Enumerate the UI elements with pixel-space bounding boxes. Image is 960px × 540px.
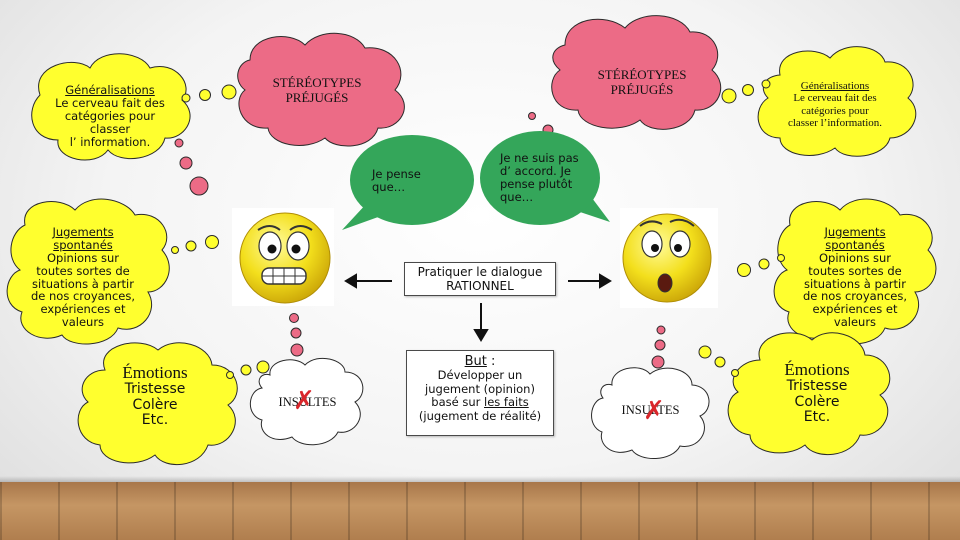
generalisations-left-text: Généralisations Le cerveau fait des caté…	[40, 84, 180, 148]
generalisations-right-title: Généralisations	[770, 80, 900, 92]
judgements-right-title: spontanés	[780, 239, 930, 252]
cross-icon: ✗	[643, 398, 665, 424]
generalisations-left-line: l’ information.	[40, 136, 180, 149]
speech-left-line: que…	[372, 181, 452, 194]
speech-right-line: d’ accord. Je	[500, 165, 595, 178]
judgements-right-text: Jugements spontanés Opinions sur toutes …	[780, 226, 930, 329]
judgements-right-line: Opinions sur	[780, 252, 930, 265]
goal-line: jugement (opinion)	[407, 383, 553, 397]
goal-line-facts: basé sur les faits	[407, 396, 553, 410]
goal-colon: :	[487, 354, 496, 369]
speech-right-line: que…	[500, 191, 595, 204]
speech-right-line: Je ne suis pas	[500, 152, 595, 165]
goal-title: But	[465, 354, 487, 369]
dialogue-line: Pratiquer le dialogue	[405, 266, 555, 280]
stereotypes-right-line1: STÉRÉOTYPES	[572, 68, 712, 83]
generalisations-right-line: classer l’information.	[770, 117, 900, 129]
goal-line: basé sur	[431, 395, 480, 409]
emotions-right-line: Etc.	[742, 410, 892, 426]
pink-dots-right	[652, 326, 665, 368]
emotions-left-text: Émotions Tristesse Colère Etc.	[80, 363, 230, 429]
judgements-right-line: valeurs	[780, 316, 930, 329]
emotions-right-text: Émotions Tristesse Colère Etc.	[742, 360, 892, 426]
stereotypes-left-line1: STÉRÉOTYPES	[252, 76, 382, 91]
emotions-right-title: Émotions	[742, 360, 892, 379]
stereotypes-left-line2: PRÉJUGÉS	[252, 91, 382, 106]
dialogue-box: Pratiquer le dialogue RATIONNEL	[404, 262, 556, 296]
speech-right-text: Je ne suis pas d’ accord. Je pense plutô…	[500, 152, 595, 204]
emotions-right-line: Tristesse	[742, 379, 892, 395]
generalisations-left-title: Généralisations	[40, 84, 180, 97]
smiley-face-grimace	[232, 208, 334, 306]
judgements-left-line: valeurs	[8, 316, 158, 329]
generalisations-right-line: catégories pour	[770, 105, 900, 117]
stereotypes-right-text: STÉRÉOTYPES PRÉJUGÉS	[572, 68, 712, 97]
judgements-right-title: Jugements	[780, 226, 930, 239]
dialogue-line: RATIONNEL	[405, 280, 555, 294]
speech-left-text: Je pense que…	[372, 168, 452, 194]
emotions-left-title: Émotions	[80, 363, 230, 382]
generalisations-right-text: Généralisations Le cerveau fait des caté…	[770, 80, 900, 129]
cloud-tail-judgements-left	[172, 236, 219, 254]
judgements-left-title: Jugements	[8, 226, 158, 239]
judgements-left-text: Jugements spontanés Opinions sur toutes …	[8, 226, 158, 329]
emotions-right-line: Colère	[742, 395, 892, 411]
judgements-right-line: toutes sortes de	[780, 265, 930, 278]
emotions-left-line: Etc.	[80, 413, 230, 429]
cloud-tail-right-top	[722, 80, 770, 103]
goal-title-row: But :	[407, 354, 553, 369]
goal-box: But : Développer un jugement (opinion) b…	[406, 350, 554, 436]
judgements-left-line: toutes sortes de	[8, 265, 158, 278]
goal-last-line: (jugement de réalité)	[407, 410, 553, 424]
cross-icon: ✗	[293, 388, 315, 414]
generalisations-left-line: Le cerveau fait des	[40, 97, 180, 110]
emotions-left-line: Colère	[80, 398, 230, 414]
smiley-face-shocked	[620, 208, 718, 308]
judgements-left-title: spontanés	[8, 239, 158, 252]
goal-line: Développer un	[407, 369, 553, 383]
emotions-left-line: Tristesse	[80, 382, 230, 398]
cloud-tail-emotions-right	[699, 346, 739, 377]
speech-right-line: pense plutôt	[500, 178, 595, 191]
arrow-left	[346, 275, 392, 287]
generalisations-left-line: classer	[40, 123, 180, 136]
arrow-right	[568, 275, 610, 287]
goal-underlined: les faits	[484, 395, 529, 409]
speech-left-line: Je pense	[372, 168, 452, 181]
stereotypes-left-text: STÉRÉOTYPES PRÉJUGÉS	[252, 76, 382, 105]
pink-dots-left	[290, 314, 304, 357]
cloud-tail-judgements-right	[738, 255, 785, 277]
generalisations-left-line: catégories pour	[40, 110, 180, 123]
cloud-tail-left-top	[182, 85, 236, 102]
arrow-down	[475, 303, 487, 340]
stereotypes-right-line2: PRÉJUGÉS	[572, 83, 712, 98]
judgements-left-line: Opinions sur	[8, 252, 158, 265]
generalisations-right-line: Le cerveau fait des	[770, 92, 900, 104]
